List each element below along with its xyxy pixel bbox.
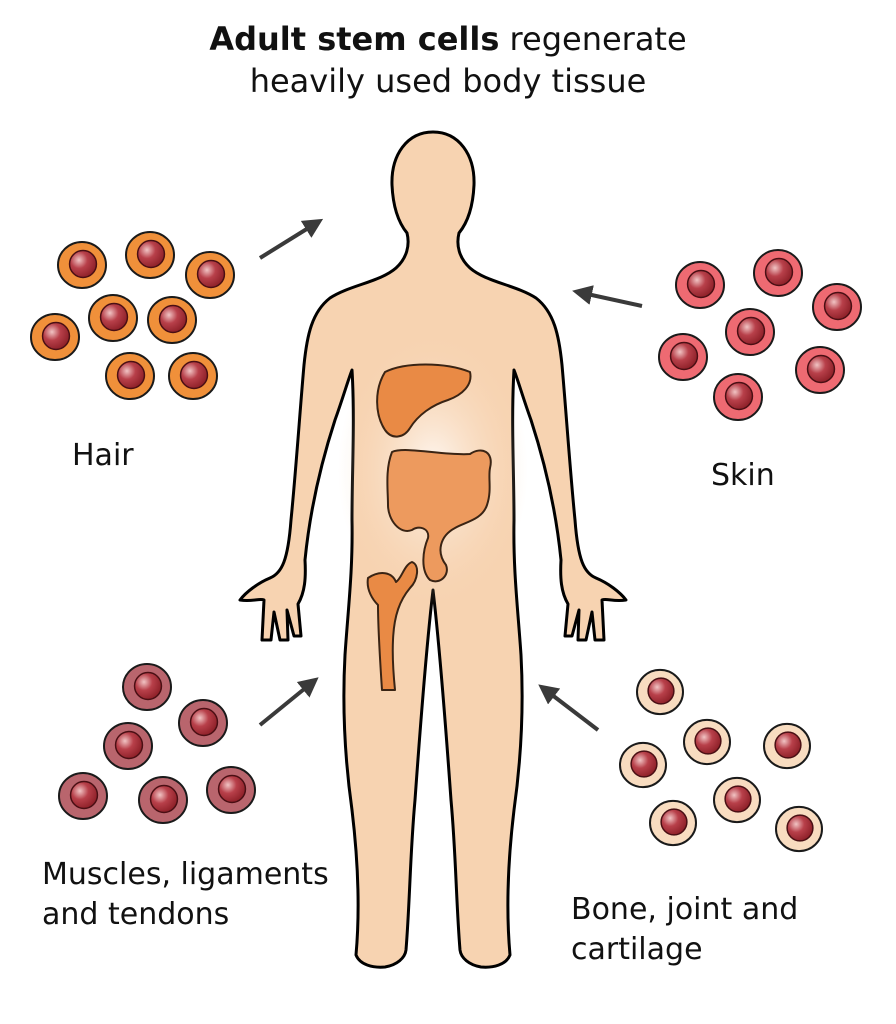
label-muscles-line-1: Muscles, ligaments [42, 857, 329, 892]
intestine [386, 449, 492, 583]
arrow-hair [258, 218, 324, 260]
cell [753, 248, 803, 298]
label-bone: Bone, joint and cartilage [571, 890, 798, 970]
cell [636, 668, 684, 716]
cell [206, 765, 256, 815]
cell [138, 775, 188, 825]
cell [713, 776, 761, 824]
title-rest: regenerate [499, 20, 687, 58]
muscle-cells-group [58, 662, 256, 825]
cell [58, 771, 108, 821]
label-bone-line-2: cartilage [571, 932, 703, 967]
arrows [258, 218, 643, 732]
skin-cells-group [658, 248, 862, 422]
label-muscles-line-2: and tendons [42, 897, 230, 932]
cell [675, 260, 725, 310]
cell [763, 722, 811, 770]
cell [725, 307, 775, 357]
cell [168, 351, 218, 401]
cell [178, 698, 228, 748]
cell [103, 721, 153, 771]
label-hair: Hair [72, 438, 134, 473]
cell [658, 332, 708, 382]
organs [366, 363, 492, 691]
cell [795, 345, 845, 395]
label-skin: Skin [711, 458, 775, 493]
cell [812, 282, 862, 332]
cell [105, 351, 155, 401]
label-bone-line-1: Bone, joint and [571, 892, 799, 927]
cell [775, 805, 823, 853]
diagram-title: Adult stem cells regenerate heavily used… [0, 18, 896, 102]
cell [683, 718, 731, 766]
arrow-bone [538, 684, 600, 732]
cell [125, 230, 175, 280]
hair-cells-group [30, 230, 235, 401]
cell [713, 372, 763, 422]
cell [30, 312, 80, 362]
femur-bone [366, 561, 418, 691]
cell [122, 662, 172, 712]
arrow-skin [572, 285, 643, 308]
arrow-muscles [258, 677, 319, 727]
cell [57, 240, 107, 290]
liver [376, 363, 472, 438]
cell [649, 799, 697, 847]
cell [619, 741, 667, 789]
title-line-1: Adult stem cells regenerate [0, 18, 896, 60]
cell [88, 293, 138, 343]
cell [185, 250, 235, 300]
cell [147, 295, 197, 345]
title-bold: Adult stem cells [209, 20, 500, 58]
label-muscles: Muscles, ligaments and tendons [42, 855, 329, 935]
title-line-2: heavily used body tissue [249, 62, 647, 100]
bone-cells-group [619, 668, 823, 853]
